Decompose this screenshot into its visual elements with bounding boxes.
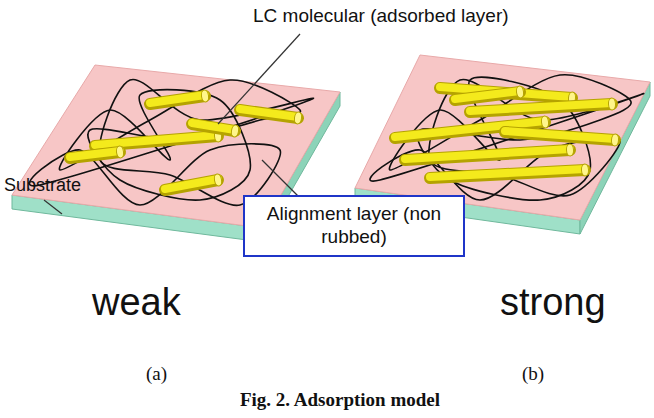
callout-label: LC molecular (adsorbed layer): [253, 6, 509, 27]
panel-label: weak: [92, 282, 181, 324]
lc-rod: [405, 144, 574, 160]
lc-rod: [505, 131, 619, 146]
figure-caption: Fig. 2. Adsorption model: [240, 390, 440, 411]
subfigure-label: (a): [146, 364, 167, 385]
panel-label: strong: [500, 282, 606, 324]
lc-rod: [95, 130, 222, 146]
lc-molecules: [70, 86, 619, 190]
label-box: Alignment layer (non rubbed): [243, 195, 465, 257]
lc-rod: [192, 123, 239, 137]
lc-rod: [70, 146, 124, 159]
leader-line: [262, 160, 298, 196]
lc-rod: [430, 164, 589, 178]
leader-line: [218, 34, 300, 124]
leader-line: [44, 200, 62, 214]
callout-label: Substrate: [4, 176, 81, 196]
lc-rod: [240, 109, 302, 124]
polymer-chain: [370, 79, 644, 200]
box-text: Alignment layer (non rubbed): [245, 203, 463, 249]
polymer-chains: [29, 75, 643, 206]
lc-rod: [150, 90, 209, 104]
polymer-chain: [59, 80, 300, 200]
lc-rod: [165, 173, 223, 190]
lc-rod: [455, 86, 524, 100]
subfigure-label: (b): [522, 364, 544, 385]
